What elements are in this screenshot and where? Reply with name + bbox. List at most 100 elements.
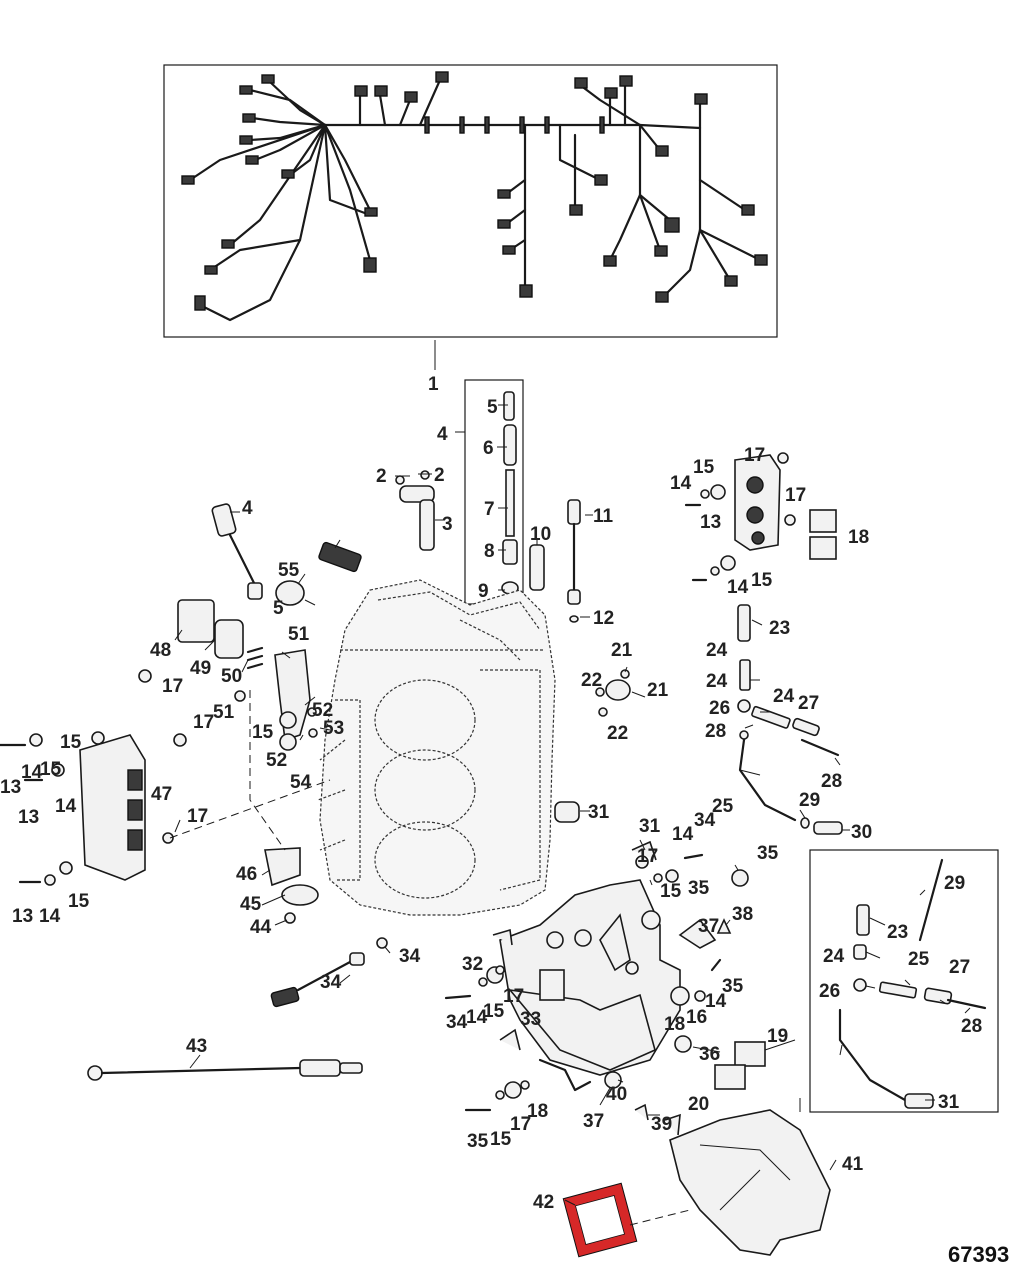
callout-numbers: 2 2 3 4 4 5 5 6 7 8 9 10 11 12 13 13 13 …: [0, 397, 982, 1213]
callout-35: 35: [757, 843, 779, 864]
callout-15: 15: [660, 881, 682, 902]
callout-14: 14: [705, 991, 727, 1012]
callout-35: 37: [583, 1111, 604, 1132]
callout-27: 28: [821, 771, 842, 792]
part-10: [529, 544, 545, 591]
callout-23: 24: [706, 640, 728, 661]
cover-39: [669, 1109, 831, 1256]
callout-37: 38: [732, 904, 753, 925]
callout-31: 32: [462, 954, 483, 975]
callout-1: 1: [428, 374, 439, 395]
callout-50: 51: [288, 624, 310, 645]
callout-15: 16: [686, 1007, 707, 1028]
callout-49: 51: [213, 702, 235, 723]
callout-17: 17: [785, 485, 806, 506]
part-3: [395, 470, 435, 551]
figure-number: 67393: [948, 1242, 1009, 1267]
callout-23: 24: [823, 946, 845, 967]
callout-28: 29: [944, 873, 965, 894]
callout-38: 40: [606, 1084, 627, 1105]
relays-18: [809, 509, 837, 560]
vent-line-assembly: [737, 604, 843, 835]
callout-35: 36: [699, 1044, 720, 1065]
callout-15: 15: [68, 891, 90, 912]
callout-28: 28: [705, 721, 726, 742]
callout-14: 14: [39, 906, 61, 927]
callout-10: 10: [530, 524, 551, 545]
sensor-11: [567, 499, 581, 623]
sensor-41: [87, 1059, 363, 1081]
callout-14: 14: [21, 762, 43, 783]
callout-17: 17: [193, 712, 214, 733]
part-46: [177, 599, 215, 643]
callout-28: 29: [799, 790, 820, 811]
callout-22: 23: [769, 618, 790, 639]
callout-17: 17: [503, 986, 524, 1007]
relay-18-lower-2: [714, 1064, 746, 1090]
callout-13: 13: [12, 906, 33, 927]
callout-26: 27: [798, 693, 819, 714]
callout-43: 45: [240, 894, 262, 915]
callout-42: 44: [250, 917, 272, 938]
callout-29: 31: [938, 1092, 960, 1113]
callout-41: 43: [186, 1036, 207, 1057]
callout-9: 9: [478, 581, 489, 602]
fuel-inset: [809, 849, 999, 1113]
part-44: [264, 847, 301, 887]
callout-13: 13: [0, 777, 21, 798]
relay-18-lower-1: [734, 1041, 766, 1067]
part-55: [318, 541, 362, 573]
callout-24: 24: [773, 686, 795, 707]
callout-12: 12: [593, 608, 614, 629]
callout-52: 54: [290, 772, 312, 793]
callout-2: 2: [434, 465, 445, 486]
callout-19: 21: [647, 680, 669, 701]
callout-53: 55: [278, 560, 300, 581]
callout-32: 34: [320, 972, 342, 993]
callout-44: 46: [236, 864, 257, 885]
callout-35: 35: [688, 878, 710, 899]
sensor-left: [211, 503, 263, 600]
callout-18: 19: [767, 1026, 788, 1047]
callout-17: 17: [637, 846, 658, 867]
callout-13: 13: [700, 512, 721, 533]
callout-26: 27: [949, 957, 970, 978]
callout-27: 28: [961, 1016, 982, 1037]
callout-15: 15: [751, 570, 773, 591]
callout-51: 52: [312, 700, 333, 721]
callout-14: 14: [55, 796, 77, 817]
callout-13: 13: [18, 807, 39, 828]
label-40: [562, 1182, 638, 1258]
callout-37: 39: [651, 1114, 672, 1135]
callout-22: 23: [887, 922, 908, 943]
callout-25: 26: [819, 981, 840, 1002]
callout-34: 34: [694, 810, 716, 831]
callout-45: 47: [151, 784, 172, 805]
callout-34: 35: [722, 976, 744, 997]
part-47: [214, 619, 244, 659]
leaders: [174, 404, 971, 1206]
callout-24: 25: [712, 796, 734, 817]
callout-3: 3: [442, 514, 453, 535]
callout-34: 34: [446, 1012, 468, 1033]
callout-17: 17: [162, 676, 183, 697]
callout-18: 18: [848, 527, 869, 548]
callout-14: 14: [466, 1007, 488, 1028]
callout-52: 53: [323, 718, 344, 739]
callout-24: 25: [908, 949, 930, 970]
callout-16: 17: [744, 445, 765, 466]
part-19: [605, 679, 631, 701]
wire-harness-inset: 1: [163, 64, 778, 395]
callout-4: 4: [242, 498, 253, 519]
callout-33: 34: [399, 946, 421, 967]
callout-30: 31: [588, 802, 610, 823]
callout-8: 8: [484, 541, 495, 562]
part-43: [281, 884, 319, 906]
callout-25: 26: [709, 698, 730, 719]
callout-31: 33: [520, 1009, 541, 1030]
callout-4: 4: [437, 424, 448, 445]
callout-36: 37: [698, 916, 719, 937]
callout-5: 5: [273, 598, 284, 619]
part-36: [678, 918, 717, 949]
